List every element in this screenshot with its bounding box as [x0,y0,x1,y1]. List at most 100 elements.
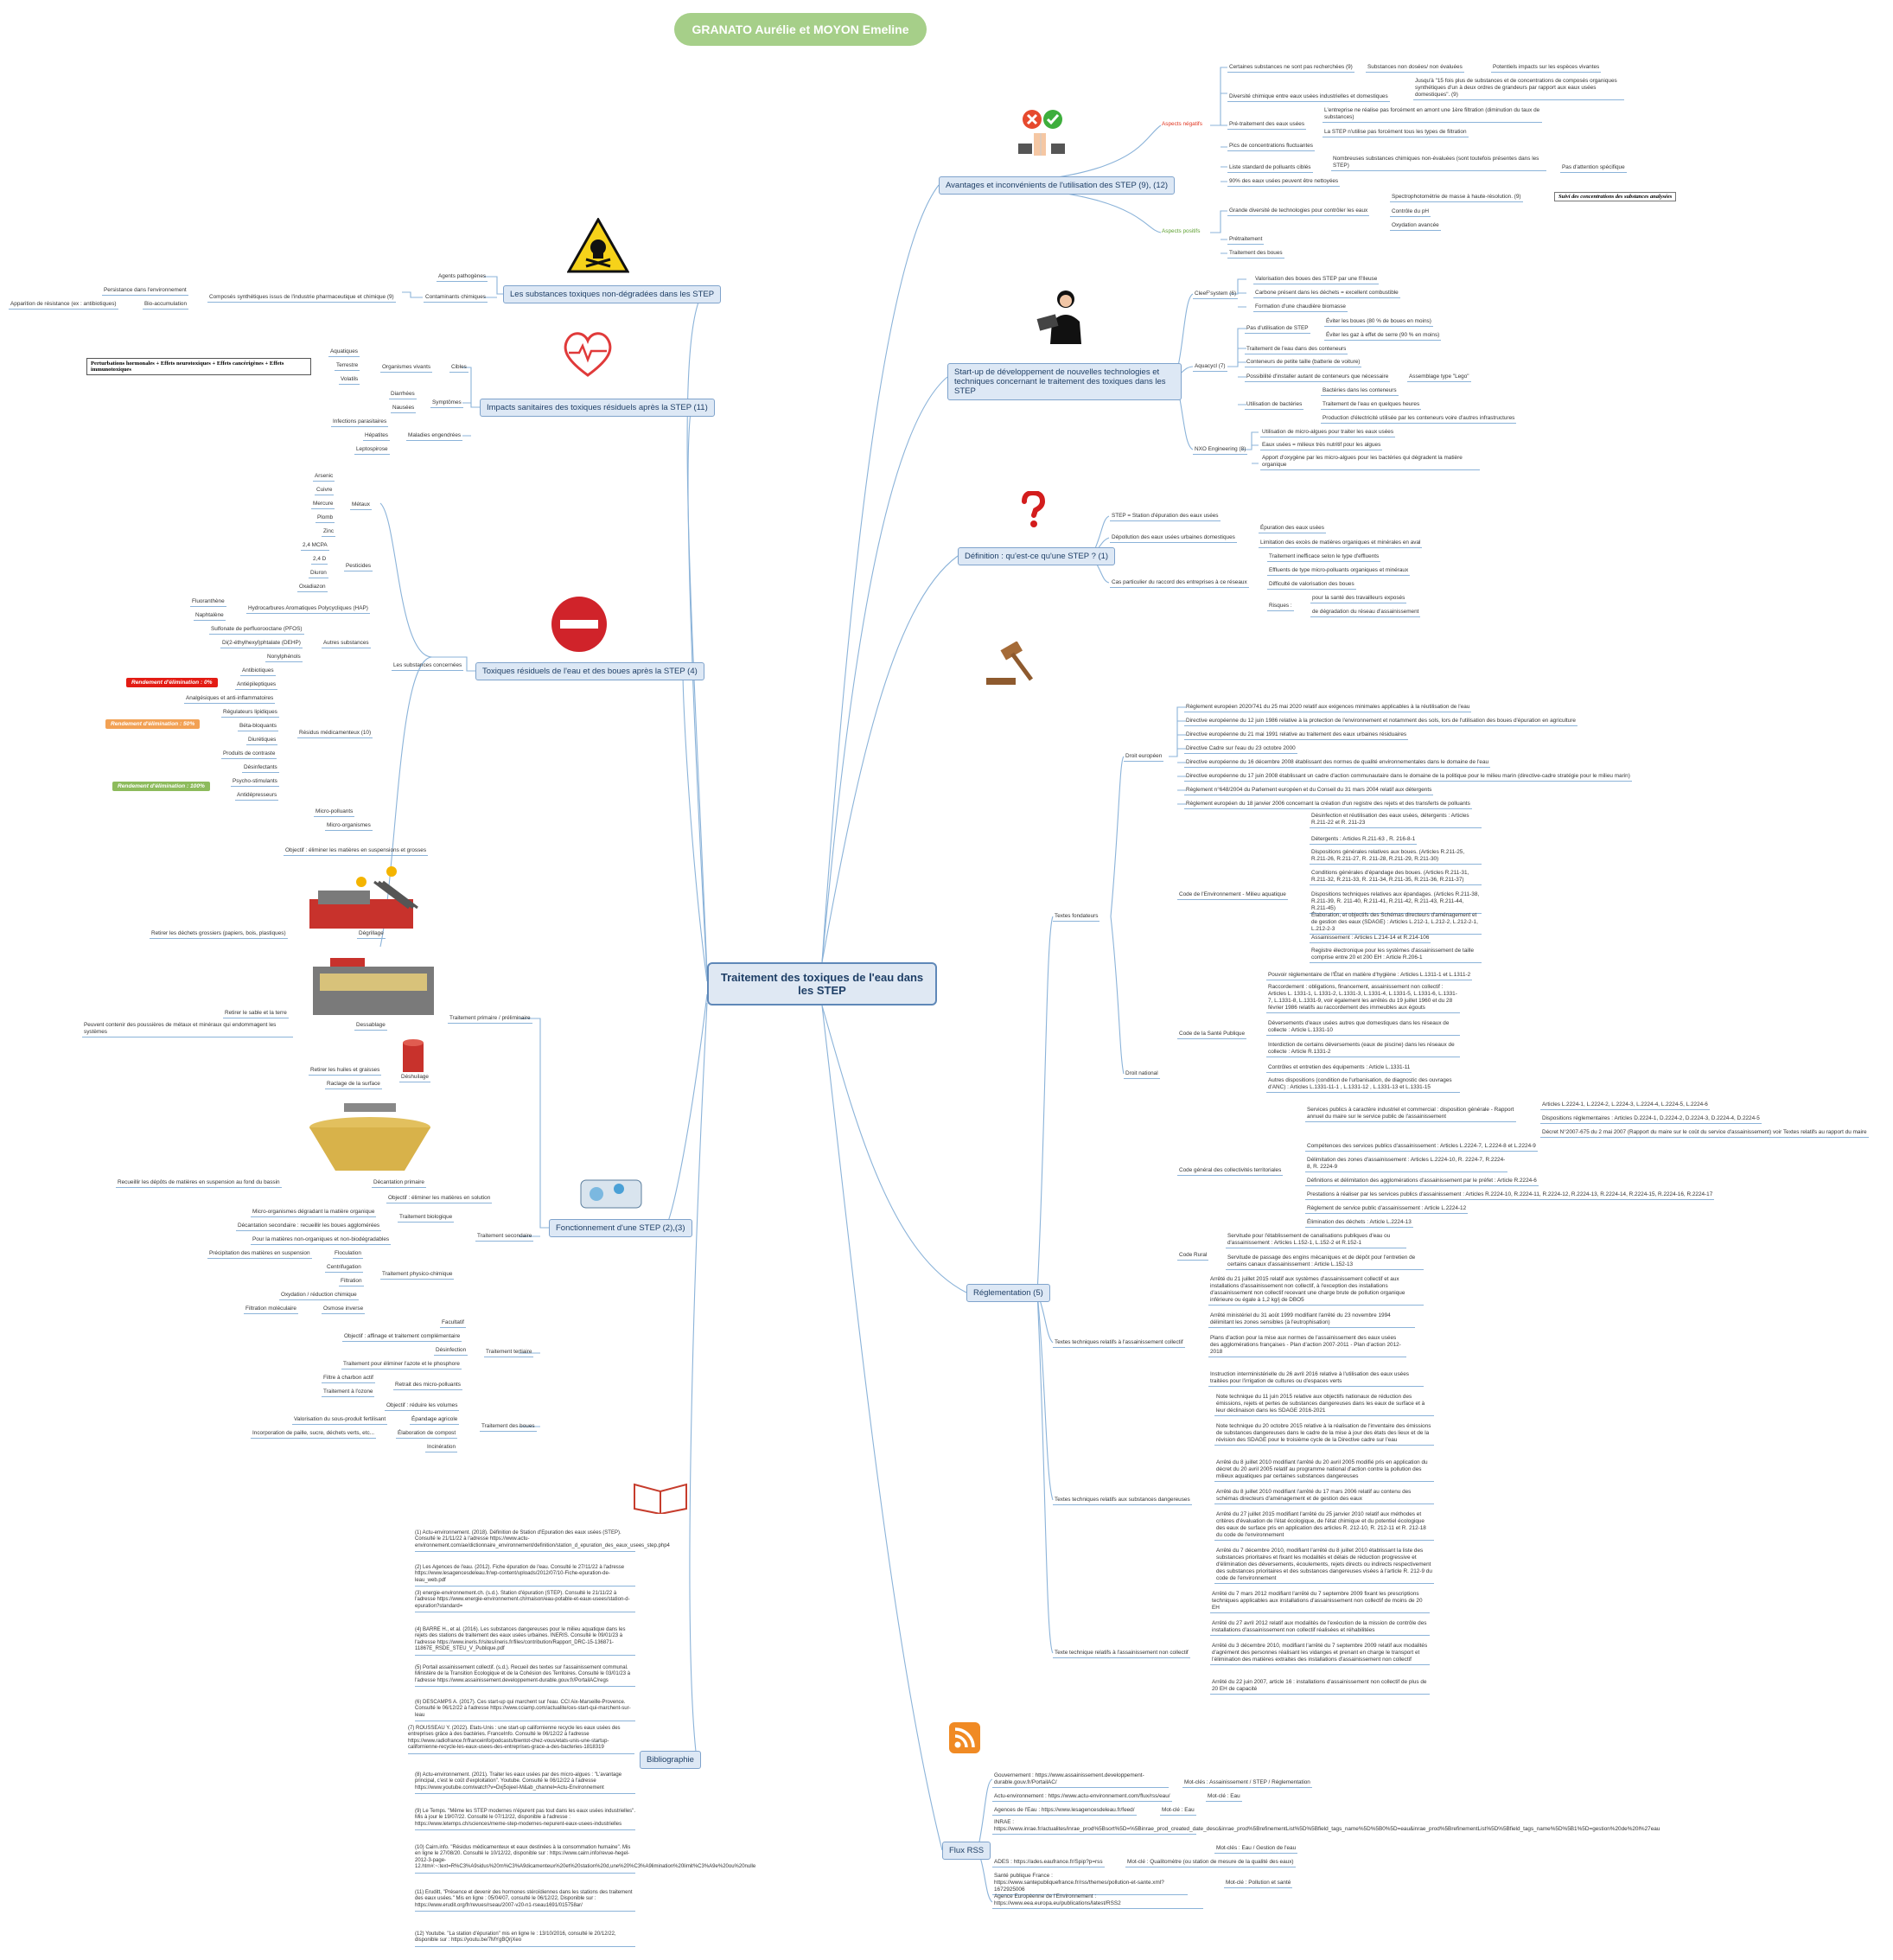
fonct-item: Oxydation / réduction chimique [279,1292,359,1300]
tox-item: Analgésiques et anti-inflammatoires [184,695,276,704]
regl-item: Dispositions techniques relatives aux ép… [1310,891,1482,914]
rss-source[interactable]: Actu-environnement : https://www.actu-en… [992,1793,1172,1802]
rss-source[interactable]: Gouvernement : https://www.assainissemen… [992,1772,1169,1788]
water-treatment-icon [580,1179,642,1209]
regl-item: Règlement européen du 18 janvier 2006 co… [1184,801,1472,809]
regl-item: Instruction interministérielle du 26 avr… [1208,1371,1424,1387]
startup-item: Carbone présent dans les déchets = excel… [1253,290,1400,298]
regl-item: Directive Cadre sur l'eau du 23 octobre … [1184,745,1297,754]
cross-check-icon [1018,110,1065,156]
pos-item: Oxydation avancée [1390,222,1441,231]
neg-item: Nombreuses substances chimiques non-éval… [1331,156,1546,171]
degrillage-illustration [309,866,418,929]
topic-avantages[interactable]: Avantages et inconvénients de l'utilisat… [939,176,1176,195]
fonct-tertiaire: Traitement tertiaire [484,1349,534,1357]
impact-item: Diarrhées [389,391,417,399]
startup-item: Conteneurs de petite taille (batterie de… [1245,359,1362,367]
impact-item: Aquatiques [328,348,360,357]
deshuilage-illustration [403,1039,424,1072]
def-item: Cas particulier du raccord des entrepris… [1110,579,1249,588]
startup-item: Assemblage type "Lego" [1407,373,1471,382]
regl-item: Assainissement : Articles L.214-14 et R.… [1310,935,1431,943]
pos-item: Traitement des boues [1227,250,1284,259]
regl-item: Autres dispositions (condition de l'urba… [1266,1077,1460,1093]
tox-item: 2,4 D [311,556,328,565]
tox-item: Arsenic [313,473,335,482]
neg-item: Jusqu'à "15 fois plus de substances et d… [1413,78,1624,100]
tox-item: Di(2-éthylhexyl)phtalate (DEHP) [220,640,303,648]
tox-item: Béta-bloquants [238,723,278,731]
def-item: Dépollution des eaux usées urbaines dome… [1110,534,1237,543]
rss-keyword: Mot-clé : Eau [1206,1793,1242,1802]
regl-item: Servitude pour l'établissement de canali… [1226,1233,1406,1248]
fonct-item: Raclage de la surface [325,1081,382,1089]
startup-item: Utilisation de micro-algues pour traiter… [1260,429,1396,437]
startup-item: Traitement de l'eau en quelques heures [1321,401,1422,410]
impact-item: Terrestre [335,362,360,371]
tox-item: Micro-polluants [314,808,355,817]
subst-item: Apparition de résistance (ex : antibioti… [9,301,118,310]
topic-bibliographie[interactable]: Bibliographie [640,1751,701,1769]
rss-feed-icon [949,1722,980,1753]
regl-item: Déversements d'eaux usées autres que dom… [1266,1020,1460,1036]
regl-textes-nc: Texte technique relatifs à l'assainissem… [1053,1650,1190,1658]
rss-source[interactable]: Santé publique France : https://www.sant… [992,1873,1188,1895]
tox-item: Diurétiques [246,737,278,745]
startup-item: Production d'électricité utilisée par le… [1321,415,1517,424]
topic-toxiques[interactable]: Toxiques résiduels de l'eau et des boues… [475,662,704,680]
tox-item: Naphtalène [194,612,226,621]
rss-keyword: Mot-clé : Pollution et santé [1224,1880,1293,1888]
tox-item: Micro-organismes [325,822,373,831]
reference: (12) Youtube. "La station d'épuration" m… [415,1931,635,1947]
regl-item: Registre électronique pour les systèmes … [1310,948,1482,963]
rss-source[interactable]: Agences de l'Eau : https://www.lesagence… [992,1807,1137,1816]
fonct-item: Facultatif [440,1319,466,1328]
regl-code-coll: Code général des collectivités territori… [1177,1167,1284,1176]
decantation-illustration [309,1103,430,1171]
regl-item: Servitude de passage des engins mécaniqu… [1226,1255,1424,1270]
rss-source[interactable]: Agence Européenne de l'Environnement : h… [992,1893,1203,1909]
regl-item: Règlement européen 2020/741 du 25 mai 20… [1184,704,1472,712]
impact-item: Hépatites [363,432,390,441]
impact-item: Maladies engendrées [406,432,463,441]
regl-item: Élaboration, et objectifs des Schémas di… [1310,912,1482,935]
topic-flux-rss[interactable]: Flux RSS [942,1842,991,1860]
tox-item: Désinfectants [242,764,279,773]
topic-fonctionnement[interactable]: Fonctionnement d'une STEP (2),(3) [549,1219,692,1237]
businesswoman-laptop-icon [1036,290,1081,344]
fonct-item: Centrifugation [325,1264,363,1273]
subst-item: Contaminants chimiques [424,294,488,303]
heart-pulse-icon [564,332,612,377]
startup-item: Apport d'oxygène par les micro-algues po… [1260,455,1480,470]
fonct-boues: Traitement des boues [480,1423,537,1432]
central-topic[interactable]: Traitement des toxiques de l'eau dans le… [707,962,937,1006]
fonct-item: Filtration moléculaire [244,1306,298,1314]
fonct-item: Osmose inverse [322,1306,366,1314]
no-entry-icon [551,597,607,652]
regl-textes-fondateurs: Textes fondateurs [1053,913,1100,922]
fonct-secondaire: Traitement secondaire [475,1233,534,1242]
rss-source[interactable]: ADES : https://ades.eaufrance.fr/Spip?p=… [992,1859,1105,1867]
topic-startup[interactable]: Start-up de développement de nouvelles t… [947,363,1182,400]
impact-item: Volatils [339,376,360,385]
fonct-item: Objectif : éliminer les matières en solu… [386,1195,493,1203]
reference: (10) Cairn.info. "Résidus médicamenteux … [415,1845,755,1874]
regl-item: Contrôles et entretien des équipements :… [1266,1064,1412,1073]
fonct-item: Micro-organismes dégradant la matière or… [251,1209,377,1217]
rss-source[interactable]: INRAE : https://www.inrae.fr/actualites/… [992,1819,1660,1835]
topic-reglementation[interactable]: Réglementation (5) [966,1284,1050,1302]
fonct-item: Épandage agricole [410,1416,460,1425]
regl-item: Directive européenne du 16 décembre 2008… [1184,759,1491,768]
regl-item: Désinfection et réutilisation des eaux u… [1310,813,1482,828]
regl-item: Arrêté du 27 juillet 2015 modifiant l'ar… [1214,1511,1434,1541]
fonct-item: Décantation primaire [372,1179,426,1188]
pos-item: Grande diversité de technologies pour co… [1227,207,1370,216]
reference: (5) Portail assainissement collectif. (s… [415,1665,635,1688]
regl-item: Arrêté du 22 juin 2007, article 16 : ins… [1210,1679,1430,1695]
topic-impacts[interactable]: Impacts sanitaires des toxiques résiduel… [480,399,715,417]
regl-item: Plans d'action pour la mise aux normes d… [1208,1335,1406,1357]
topic-substances[interactable]: Les substances toxiques non-dégradées da… [503,285,722,303]
topic-definition[interactable]: Définition : qu'est-ce qu'une STEP ? (1) [958,547,1116,565]
def-item: de dégradation du réseau d'assainissemen… [1310,609,1421,617]
fonct-item: Élaboration de compost [396,1430,458,1439]
